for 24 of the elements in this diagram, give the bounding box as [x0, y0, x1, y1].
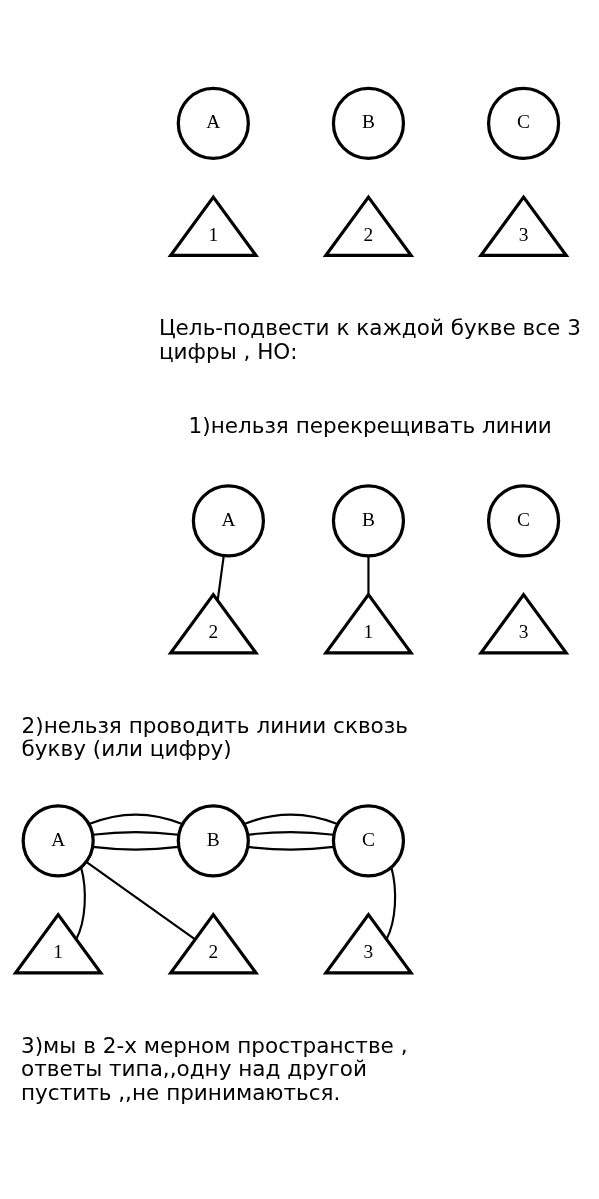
connector	[88, 813, 183, 826]
connector	[243, 813, 338, 826]
label: 1)нельзя перекрещивать линии	[188, 413, 552, 439]
label: 3)мы в 2-х мерном пространстве , ответы типа,,одну над другой пустить ,,не принимаються.	[21, 1032, 408, 1105]
node-circle: A	[176, 86, 250, 160]
node-circle: A	[191, 484, 266, 558]
connector	[367, 555, 370, 595]
node-circle: C	[486, 484, 561, 558]
connector	[385, 867, 397, 940]
label: 2)нельзя проводить линии сквозь букву (или цифру)	[21, 712, 408, 762]
node-circle: A	[21, 804, 95, 878]
connector	[92, 831, 179, 836]
node-circle: C	[486, 86, 561, 160]
node-circle: B	[176, 804, 250, 878]
connector	[247, 831, 334, 836]
connector	[92, 845, 179, 851]
node-circle: B	[331, 484, 406, 558]
node-circle: B	[331, 86, 406, 160]
connector	[216, 555, 225, 601]
connector	[75, 867, 86, 940]
connector	[247, 845, 334, 851]
node-circle: C	[331, 804, 406, 878]
connector	[85, 861, 196, 941]
label: Цель-подвести к каждой букве все 3 цифры , НО:	[158, 315, 581, 364]
